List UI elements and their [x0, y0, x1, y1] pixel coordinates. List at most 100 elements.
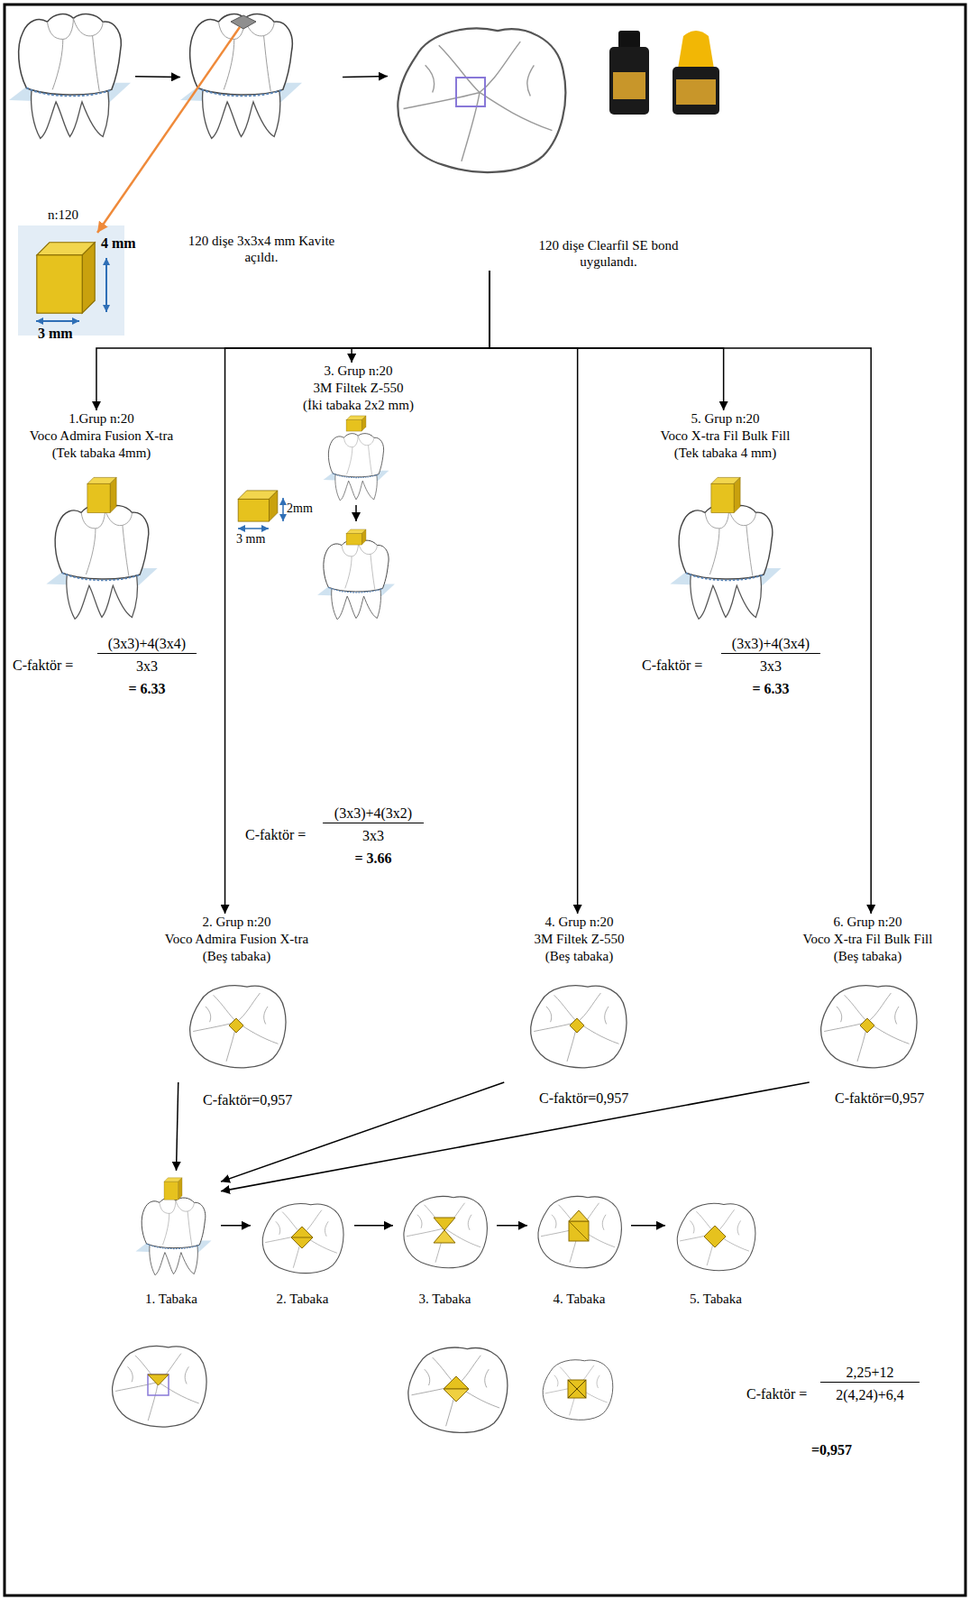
group-three-teeth: [355, 504, 357, 522]
formula-text: C-faktör =: [245, 825, 306, 843]
layer-drawings: [567, 1379, 586, 1398]
cube-dimension-drawing: [36, 242, 95, 313]
occlusal-view: [397, 28, 566, 173]
tooth-drawing: [230, 15, 257, 29]
node-text: 120 dişe 3x3x4 mm Kavite açıldı.: [181, 232, 342, 267]
flow-arrow: [354, 1224, 394, 1227]
group-one-tooth: [87, 476, 117, 513]
layer-panel: 3. Tabaka: [393, 1170, 497, 1308]
group-one-tooth: [45, 504, 157, 619]
group-panel: 2. Grup n:20Voco Admira Fusion X-tra(Beş…: [153, 913, 321, 1082]
node-text: (Beş tabaka): [545, 947, 614, 965]
leader-arrow: [97, 27, 240, 233]
layer-drawings: [433, 1229, 456, 1243]
layer-panel: 2. Tabaka: [250, 1170, 355, 1308]
layer-drawings: [567, 1379, 586, 1398]
five-layer-teeth: [228, 1017, 244, 1033]
flow-arrow: [342, 75, 388, 77]
layer-panel: 1. Tabaka: [121, 1170, 221, 1308]
text-holder: 1.Grup n:20Voco Admira Fusion X-tra(Tek …: [18, 410, 185, 461]
flow-arrow: [176, 1081, 179, 1171]
bond-bottles: [613, 72, 646, 100]
flow-arrow: [135, 75, 181, 78]
group-panel: 6. Grup n:20Voco X-tra Fil Bulk Fill(Beş…: [784, 913, 952, 1082]
group-panel: 3. Grup n:203M Filtek Z-550(İki tabaka 2…: [274, 362, 442, 624]
group-five-tooth: [711, 476, 741, 513]
node-text: 5. Grup n:20: [690, 410, 760, 428]
frame: [4, 4, 966, 1595]
node-text: 1. Tabaka: [145, 1290, 198, 1308]
tooth-drawing: [9, 14, 131, 139]
layer-drawings: [403, 1195, 487, 1267]
node-text: 3M Filtek Z-550: [313, 379, 404, 397]
dimension-label: 3 mm: [37, 324, 74, 342]
formula-numerator: (3x3)+4(3x4): [721, 634, 821, 654]
flow-arrow: [631, 1224, 666, 1227]
formula-numerator: (3x3)+4(3x2): [322, 804, 424, 824]
node-text: (Beş tabaka): [833, 947, 902, 965]
layer-drawings: [433, 1217, 456, 1230]
node-text: Voco Admira Fusion X-tra: [164, 930, 309, 948]
group-three-teeth: [346, 529, 367, 545]
group-three-teeth: [346, 415, 367, 431]
formula-denominator: 3x3: [322, 826, 424, 844]
layer-drawings: [112, 1345, 207, 1427]
dimension-label: 3 mm: [236, 531, 266, 548]
layer-panel: 4. Tabaka: [527, 1170, 632, 1308]
text-holder: 2. Grup n:20Voco Admira Fusion X-tra(Beş…: [153, 913, 321, 964]
formula-result: =0,957: [811, 1440, 852, 1458]
bond-bottles: [677, 30, 714, 69]
layer-drawings: [677, 1202, 756, 1270]
layer-drawings: [568, 1220, 589, 1241]
bond-bottles: [672, 66, 720, 115]
layer-drawings: [443, 1375, 469, 1401]
layer-drawings: [542, 1359, 614, 1420]
formula-denominator: 2(4,24)+6,4: [820, 1385, 920, 1403]
formula-result: = 6.33: [721, 679, 821, 697]
five-layer-teeth: [190, 985, 286, 1068]
bond-bottles: [676, 79, 716, 105]
formula-result: = 3.66: [322, 849, 424, 867]
cube-dimension-drawing: [105, 257, 108, 312]
small-cube-dimension-drawing: [237, 490, 284, 529]
formula-text: C-faktör =: [746, 1384, 807, 1402]
text-holder: 1. Tabaka: [121, 1290, 221, 1308]
node-text: 3. Tabaka: [419, 1290, 472, 1308]
formula-result: = 6.33: [97, 679, 197, 697]
text-holder: 5. Grup n:20Voco X-tra Fil Bulk Fill(Tek…: [641, 410, 809, 461]
node-text: 1.Grup n:20: [68, 410, 135, 428]
layer-panel: 5. Tabaka: [665, 1170, 767, 1308]
node-text: 4. Grup n:20: [544, 913, 614, 931]
flow-arrow: [496, 1224, 528, 1227]
layer-drawings: [443, 1388, 469, 1401]
flow-arrow: [489, 270, 578, 914]
flow-arrow: [220, 1224, 251, 1227]
group-panel: 4. Grup n:203M Filtek Z-550(Beş tabaka): [495, 913, 663, 1082]
five-layer-teeth: [190, 985, 917, 1068]
layer-drawings: [538, 1195, 622, 1267]
bond-bottles: [609, 30, 720, 115]
small-cube-dimension-drawing: [237, 527, 269, 530]
layer-drawings: [112, 1177, 756, 1433]
text-holder: 2. Tabaka: [250, 1290, 355, 1308]
dimension-label: 2mm: [286, 501, 313, 517]
five-layer-teeth: [530, 985, 627, 1068]
formula-text: C-faktör=0,957: [202, 1090, 293, 1108]
formula-text: C-faktör =: [641, 656, 703, 674]
group-five-tooth: [669, 476, 781, 619]
dimension-label: 4 mm: [100, 234, 137, 252]
formula-numerator: (3x3)+4(3x4): [97, 634, 197, 654]
layer-drawings: [147, 1373, 169, 1395]
sample-panel: n:120: [13, 7, 136, 224]
layer-drawings: [136, 1197, 212, 1275]
five-layer-teeth: [860, 1017, 875, 1033]
tooth-drawing: [9, 14, 302, 139]
group-five-tooth: [669, 504, 781, 619]
layer-drawings: [568, 1209, 589, 1221]
formula-text: C-faktör=0,957: [539, 1088, 629, 1107]
formula-text: C-faktör=0,957: [834, 1088, 925, 1107]
text-holder: 4. Grup n:203M Filtek Z-550(Beş tabaka): [495, 913, 663, 964]
node-text: 5. Tabaka: [689, 1290, 742, 1308]
